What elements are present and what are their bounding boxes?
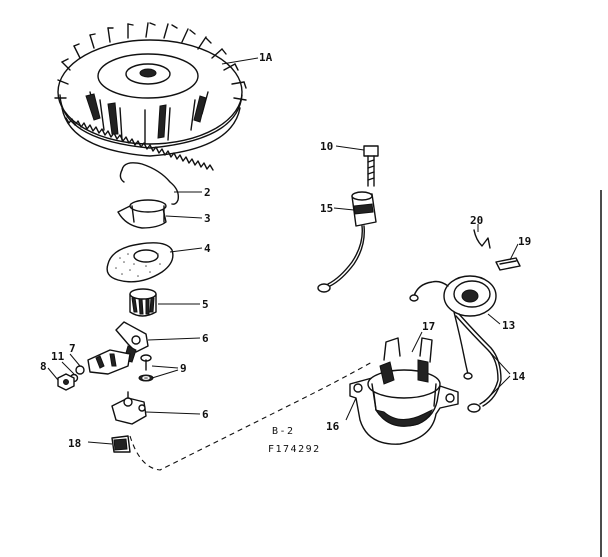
label-19: 19 (518, 235, 531, 248)
label-10: 10 (320, 140, 333, 153)
label-11: 11 (51, 350, 65, 363)
spring-clip (119, 162, 180, 205)
cover-clip (111, 435, 131, 453)
label-15: 15 (320, 202, 333, 215)
label-18: 18 (68, 437, 81, 450)
ignition-coil (409, 275, 497, 380)
label-6-upper: 6 (202, 332, 209, 345)
label-3: 3 (204, 212, 211, 225)
spring-wire (473, 229, 491, 249)
ground-wire-path (129, 361, 373, 471)
wire-lead (455, 313, 502, 413)
leader-lines (47, 57, 519, 445)
mounting-screw (363, 145, 379, 187)
label-6-lower: 6 (202, 408, 209, 421)
label-8: 8 (40, 360, 47, 373)
screw-washer (138, 354, 154, 382)
label-5: 5 (202, 298, 209, 311)
label-1a: 1A (259, 51, 273, 64)
label-2: 2 (204, 186, 211, 199)
flywheel (54, 22, 247, 171)
condenser (317, 191, 377, 293)
bracket-plate (111, 391, 147, 425)
clip (495, 257, 521, 271)
label-17: 17 (422, 320, 435, 333)
label-20: 20 (470, 214, 483, 227)
point-set (69, 349, 131, 383)
nut (57, 373, 75, 391)
label-4: 4 (204, 242, 211, 255)
label-7: 7 (69, 342, 76, 355)
knurled-bushing (129, 288, 157, 317)
label-16: 16 (326, 420, 340, 433)
label-9: 9 (180, 362, 187, 375)
figure-code: F174292 (268, 444, 321, 455)
section-label: B-2 (272, 426, 295, 437)
bushing (117, 199, 167, 229)
breaker-housing (349, 337, 459, 445)
gasket (106, 242, 174, 283)
label-14: 14 (512, 370, 526, 383)
label-13: 13 (502, 319, 515, 332)
